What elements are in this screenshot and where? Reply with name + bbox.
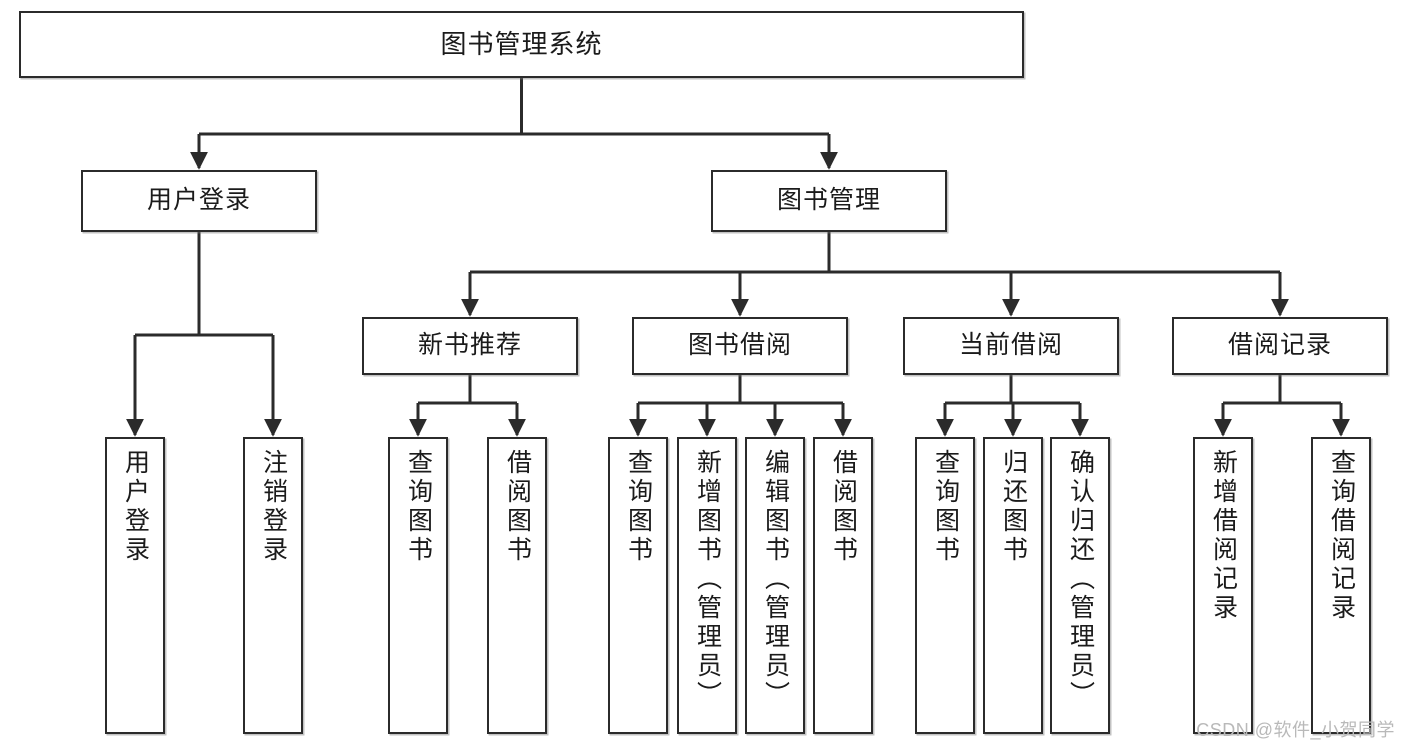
node-label: 用户登录 <box>146 186 251 215</box>
node-label: 图书管理系统 <box>440 29 603 60</box>
node-label: 注销登录 <box>259 449 288 565</box>
node-label: 查询图书 <box>404 449 433 565</box>
node-n3d[interactable]: 借阅记录 <box>1172 317 1388 375</box>
node-l10[interactable]: 归还图书 <box>983 437 1043 734</box>
node-label: 图书管理 <box>776 186 881 215</box>
node-n3c[interactable]: 当前借阅 <box>903 317 1119 375</box>
node-n2a[interactable]: 用户登录 <box>81 170 317 232</box>
node-l1[interactable]: 用户登录 <box>105 437 165 734</box>
node-label: 归还图书 <box>999 449 1028 565</box>
node-label: 查询图书 <box>624 449 653 565</box>
node-l7[interactable]: 编辑图书（管理员） <box>745 437 805 734</box>
node-label: 当前借阅 <box>958 331 1063 360</box>
node-label: 用户登录 <box>121 449 150 565</box>
node-l3[interactable]: 查询图书 <box>388 437 448 734</box>
node-label: 借阅图书 <box>829 449 858 565</box>
node-l5[interactable]: 查询图书 <box>608 437 668 734</box>
node-l13[interactable]: 查询借阅记录 <box>1311 437 1371 734</box>
node-label: 图书借阅 <box>687 331 792 360</box>
node-l2[interactable]: 注销登录 <box>243 437 303 734</box>
node-label: 查询图书 <box>931 449 960 565</box>
csdn-watermark: CSDN @软件_小贺同学 <box>1196 720 1395 740</box>
node-label: 新增借阅记录 <box>1209 449 1238 623</box>
node-l11[interactable]: 确认归还（管理员） <box>1050 437 1110 734</box>
node-l6[interactable]: 新增图书（管理员） <box>677 437 737 734</box>
node-root[interactable]: 图书管理系统 <box>19 11 1024 78</box>
node-label: 新增图书（管理员） <box>693 449 722 710</box>
node-label: 借阅记录 <box>1227 331 1332 360</box>
node-l9[interactable]: 查询图书 <box>915 437 975 734</box>
node-l12[interactable]: 新增借阅记录 <box>1193 437 1253 734</box>
node-label: 编辑图书（管理员） <box>761 449 790 710</box>
node-label: 确认归还（管理员） <box>1066 449 1095 710</box>
node-label: 借阅图书 <box>503 449 532 565</box>
node-n3a[interactable]: 新书推荐 <box>362 317 578 375</box>
node-label: 查询借阅记录 <box>1327 449 1356 623</box>
node-n3b[interactable]: 图书借阅 <box>632 317 848 375</box>
node-label: 新书推荐 <box>417 331 522 360</box>
node-l8[interactable]: 借阅图书 <box>813 437 873 734</box>
node-n2b[interactable]: 图书管理 <box>711 170 947 232</box>
node-l4[interactable]: 借阅图书 <box>487 437 547 734</box>
